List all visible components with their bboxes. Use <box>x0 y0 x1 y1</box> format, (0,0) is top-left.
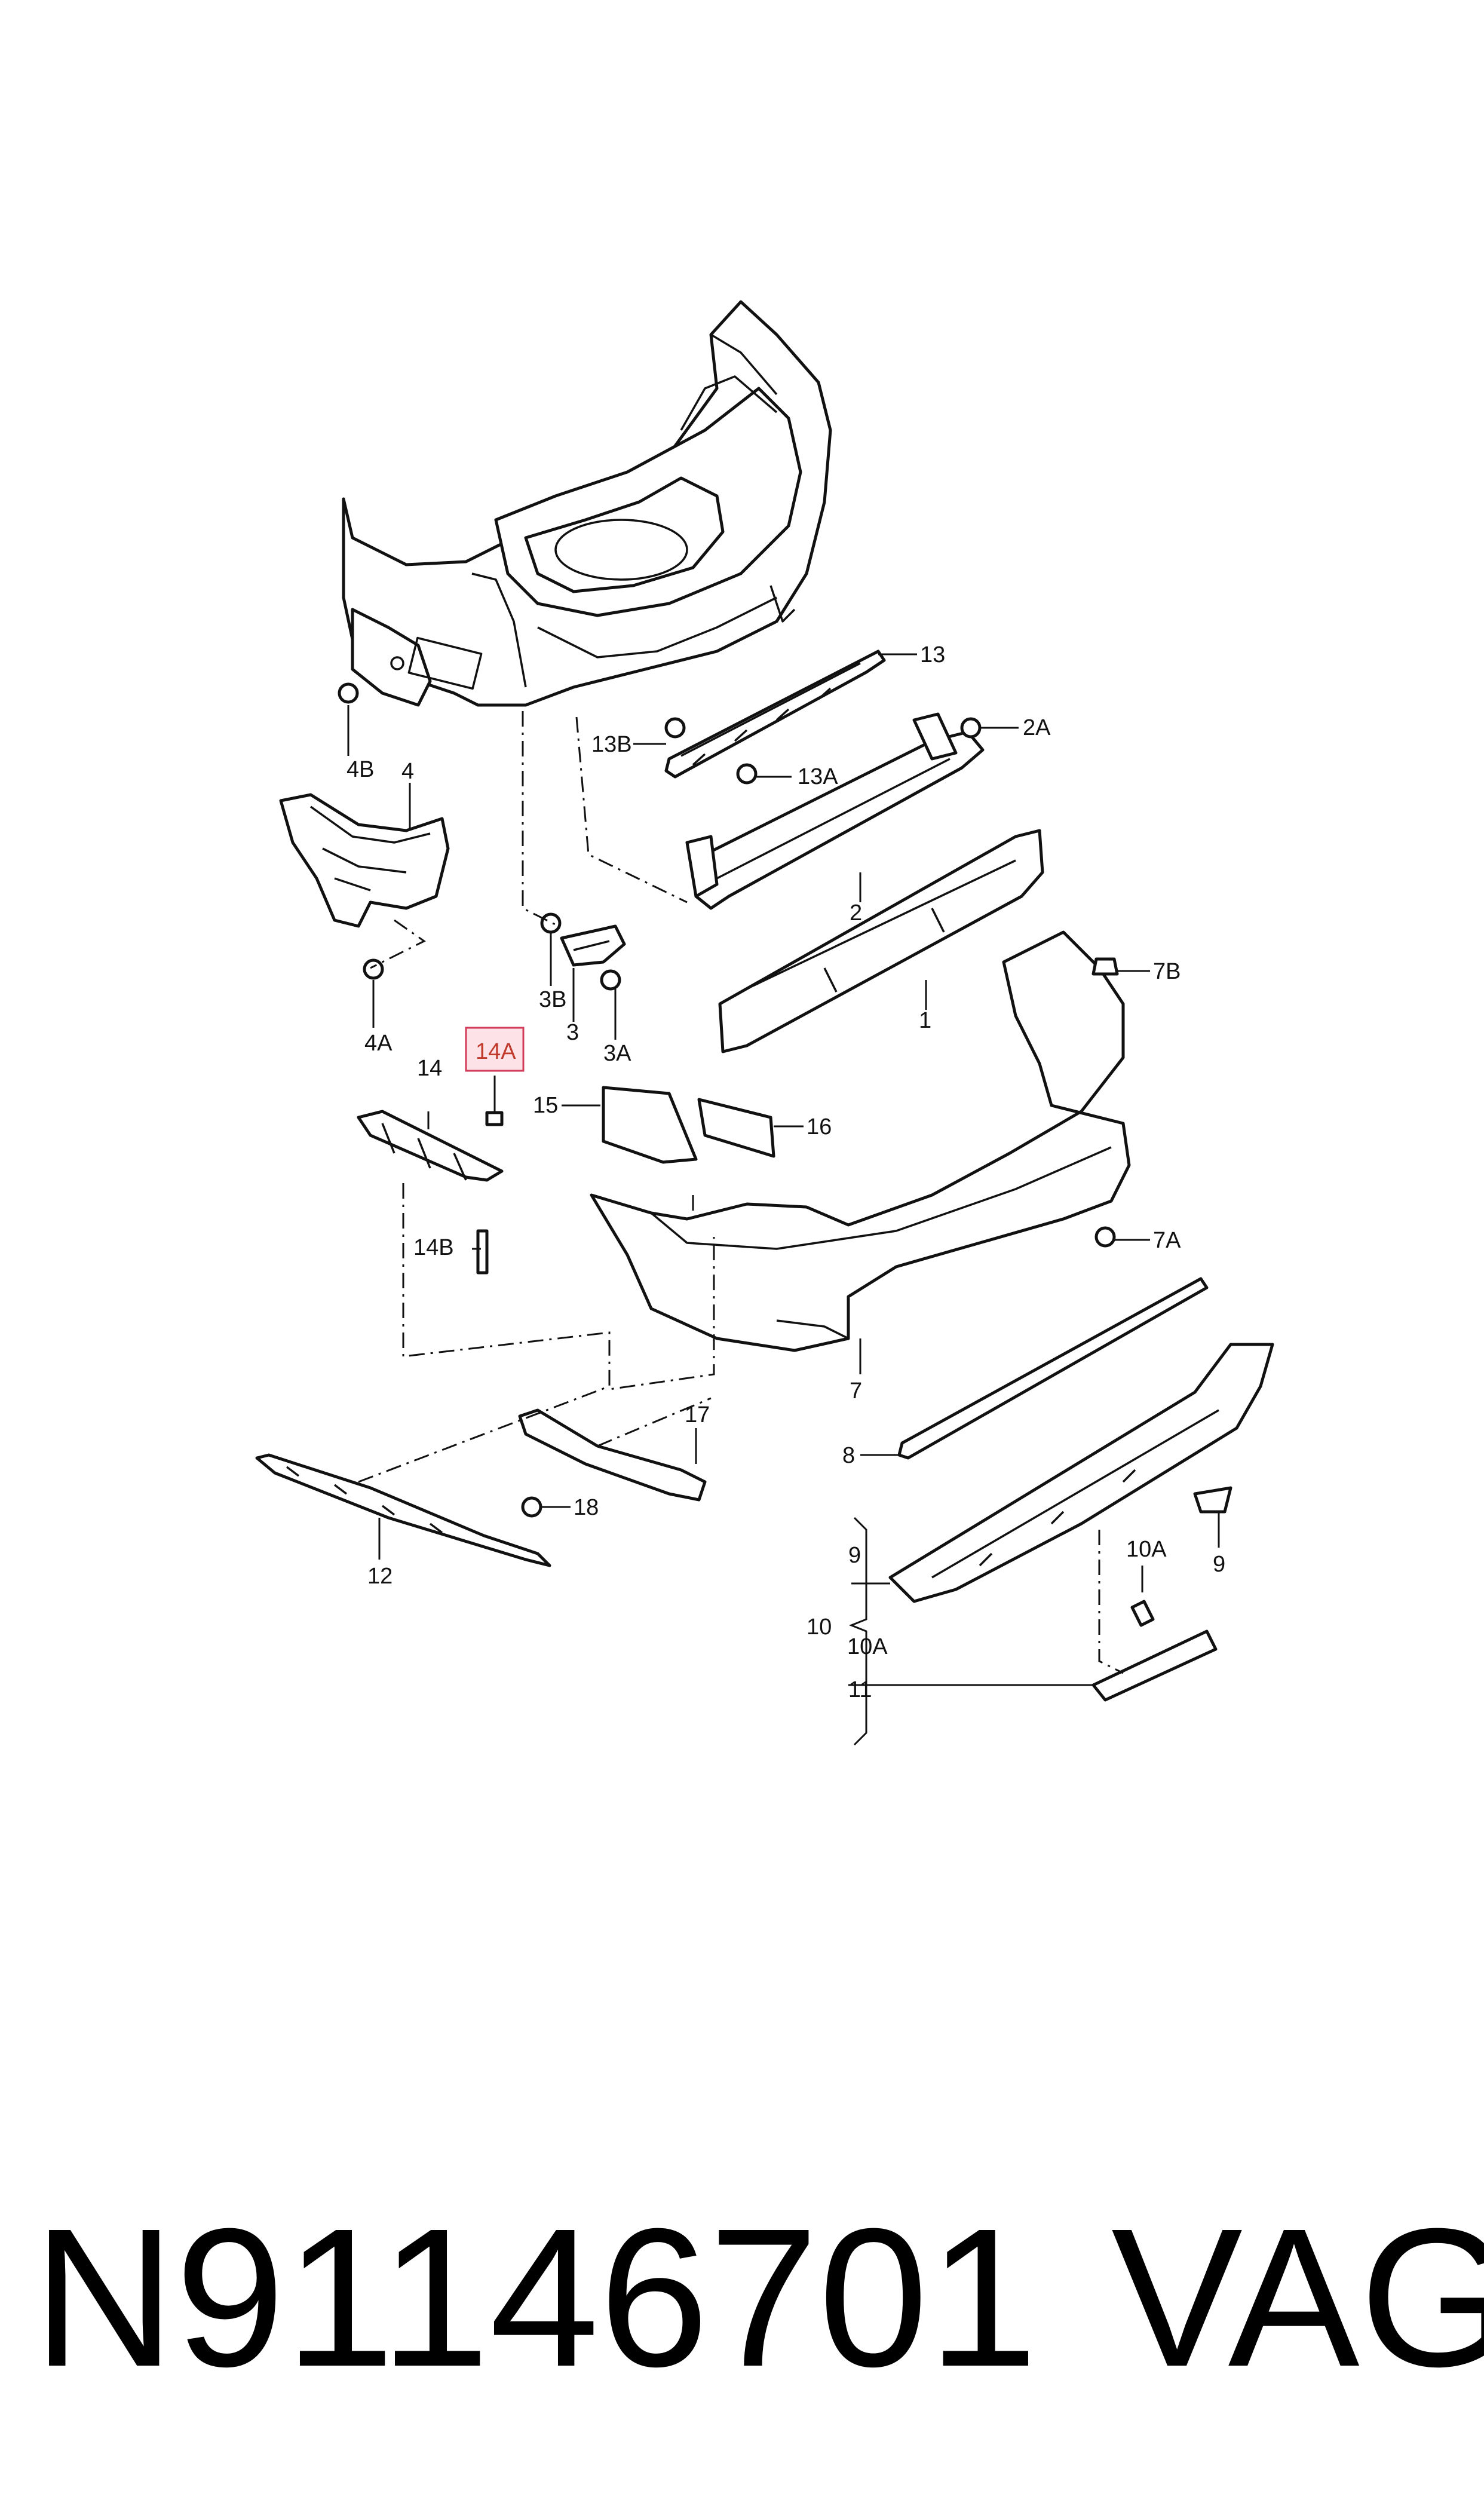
part-7-bumper-cover <box>590 930 1131 1352</box>
label-14: 14 <box>417 1056 442 1081</box>
label-1: 1 <box>919 1008 931 1033</box>
label-9-right: 9 <box>1213 1552 1225 1577</box>
part-1-absorber <box>718 829 1044 1053</box>
label-9-left: 9 <box>848 1543 861 1568</box>
label-10a: 10A <box>847 1634 888 1659</box>
part-9-diffuser <box>888 1343 1274 1603</box>
assembly-lines <box>358 711 1124 1674</box>
label-16: 16 <box>807 1114 832 1139</box>
part-3-small-bracket <box>560 924 626 967</box>
label-15: 15 <box>533 1093 558 1118</box>
label-10: 10 <box>807 1615 832 1640</box>
part-16-reflector-right <box>697 1098 775 1158</box>
label-3: 3 <box>566 1020 579 1045</box>
part-11-lower-cover <box>1091 1629 1218 1702</box>
part-17-bracket <box>518 1408 707 1502</box>
label-3b: 3B <box>539 987 566 1012</box>
part-8-trim-strip <box>860 1277 1209 1460</box>
label-2a: 2A <box>1023 715 1051 740</box>
label-4a: 4A <box>364 1031 393 1056</box>
label-7a: 7A <box>1153 1228 1181 1253</box>
part-13-upper-bracket <box>664 650 917 779</box>
label-14b: 14B <box>413 1235 454 1260</box>
label-13: 13 <box>920 642 945 667</box>
callout-labels: 13 13B 13A 2A 4B 4 2 7B 3B 3 3A 4A 1 14A… <box>347 642 1225 1702</box>
label-4: 4 <box>401 759 414 784</box>
highlight-box-14a <box>465 1027 525 1072</box>
label-17: 17 <box>685 1402 710 1428</box>
part-4-side-bracket <box>279 793 450 928</box>
part-14-reflector-holder <box>357 1110 504 1182</box>
label-11: 11 <box>848 1677 872 1702</box>
part-15-reflector-left <box>602 1086 698 1164</box>
label-7b: 7B <box>1153 959 1181 984</box>
label-18: 18 <box>574 1495 599 1520</box>
fasteners <box>338 682 1119 1518</box>
part-number: N91146701 <box>33 2187 1038 2407</box>
part-10a-clip <box>1130 1600 1155 1627</box>
label-7: 7 <box>850 1379 862 1404</box>
label-14a: 14A <box>476 1039 516 1064</box>
part-2-impact-beam <box>685 712 985 910</box>
label-13b: 13B <box>591 732 632 757</box>
label-3a: 3A <box>603 1041 631 1066</box>
label-13a: 13A <box>798 764 838 789</box>
label-12: 12 <box>367 1564 393 1589</box>
car-body-rear <box>342 300 832 707</box>
label-2: 2 <box>850 900 862 926</box>
label-10a-top: 10A <box>1126 1537 1167 1562</box>
leader-lines <box>347 705 1220 1746</box>
part-12-long-bracket <box>255 1453 551 1567</box>
label-4b: 4B <box>347 757 374 782</box>
label-8: 8 <box>842 1443 855 1468</box>
brand-name: VAG <box>1111 2187 1484 2407</box>
